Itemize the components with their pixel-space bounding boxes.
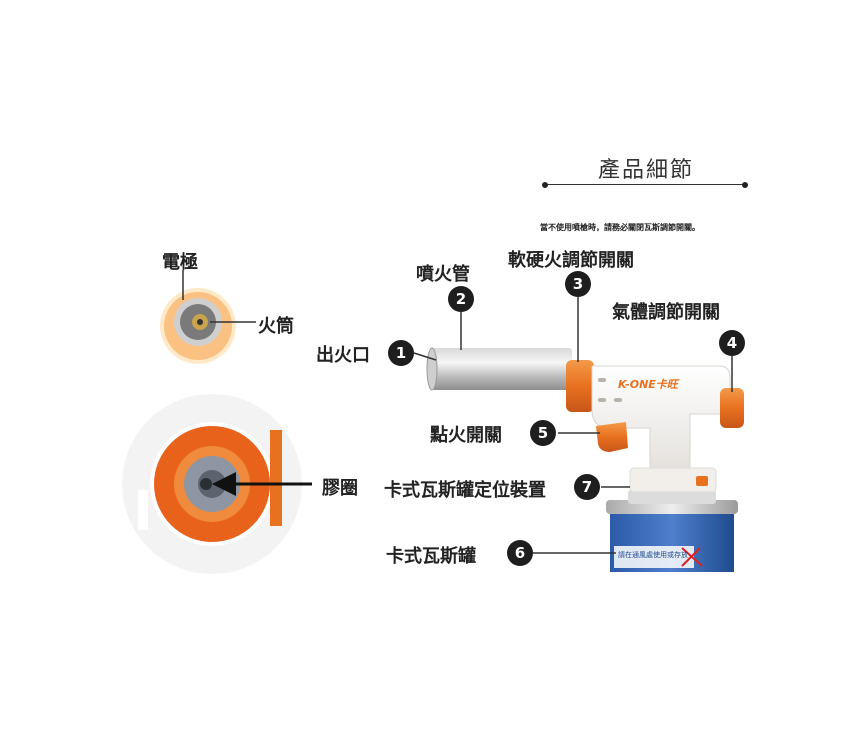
part-number-badge: 3 <box>565 271 591 297</box>
section-title: 產品細節 <box>597 158 694 183</box>
gasket-label: 膠圈 <box>322 478 358 499</box>
part-number-badge: 6 <box>507 540 533 566</box>
divider-dot-left <box>542 182 548 188</box>
electrode-closeup <box>160 288 236 364</box>
part-label-gas-can: 卡式瓦斯罐 <box>386 546 476 567</box>
barrel-label: 火筒 <box>258 316 294 337</box>
electrode-label: 電極 <box>162 252 198 273</box>
gasket-closeup <box>122 394 302 574</box>
part-label-gas-switch: 氣體調節開關 <box>612 302 720 323</box>
part-number-badge: 1 <box>388 340 414 366</box>
part-number-badge: 7 <box>574 474 600 500</box>
brand-logo: K-ONE卡旺 <box>618 378 678 391</box>
can-label: 請在通風處使用或存放 <box>618 551 688 559</box>
part-number-badge: 4 <box>719 330 745 356</box>
gasket-arrow-icon <box>212 472 236 496</box>
gas-canister <box>606 490 738 572</box>
part-label-ignition: 點火開關 <box>430 425 502 446</box>
part-number-badge: 2 <box>448 286 474 312</box>
part-number-badge: 5 <box>530 420 556 446</box>
divider-dot-right <box>742 182 748 188</box>
part-label-can-positioner: 卡式瓦斯罐定位裝置 <box>384 480 546 501</box>
part-label-nozzle-outlet: 出火口 <box>316 345 370 366</box>
torch <box>426 347 744 493</box>
part-label-flame-switch: 軟硬火調節開關 <box>508 250 634 271</box>
safety-note: 當不使用噴槍時，請務必關閉瓦斯調節開關。 <box>540 223 700 232</box>
title-divider <box>545 184 747 185</box>
part-label-nozzle-tube: 噴火管 <box>416 264 470 285</box>
